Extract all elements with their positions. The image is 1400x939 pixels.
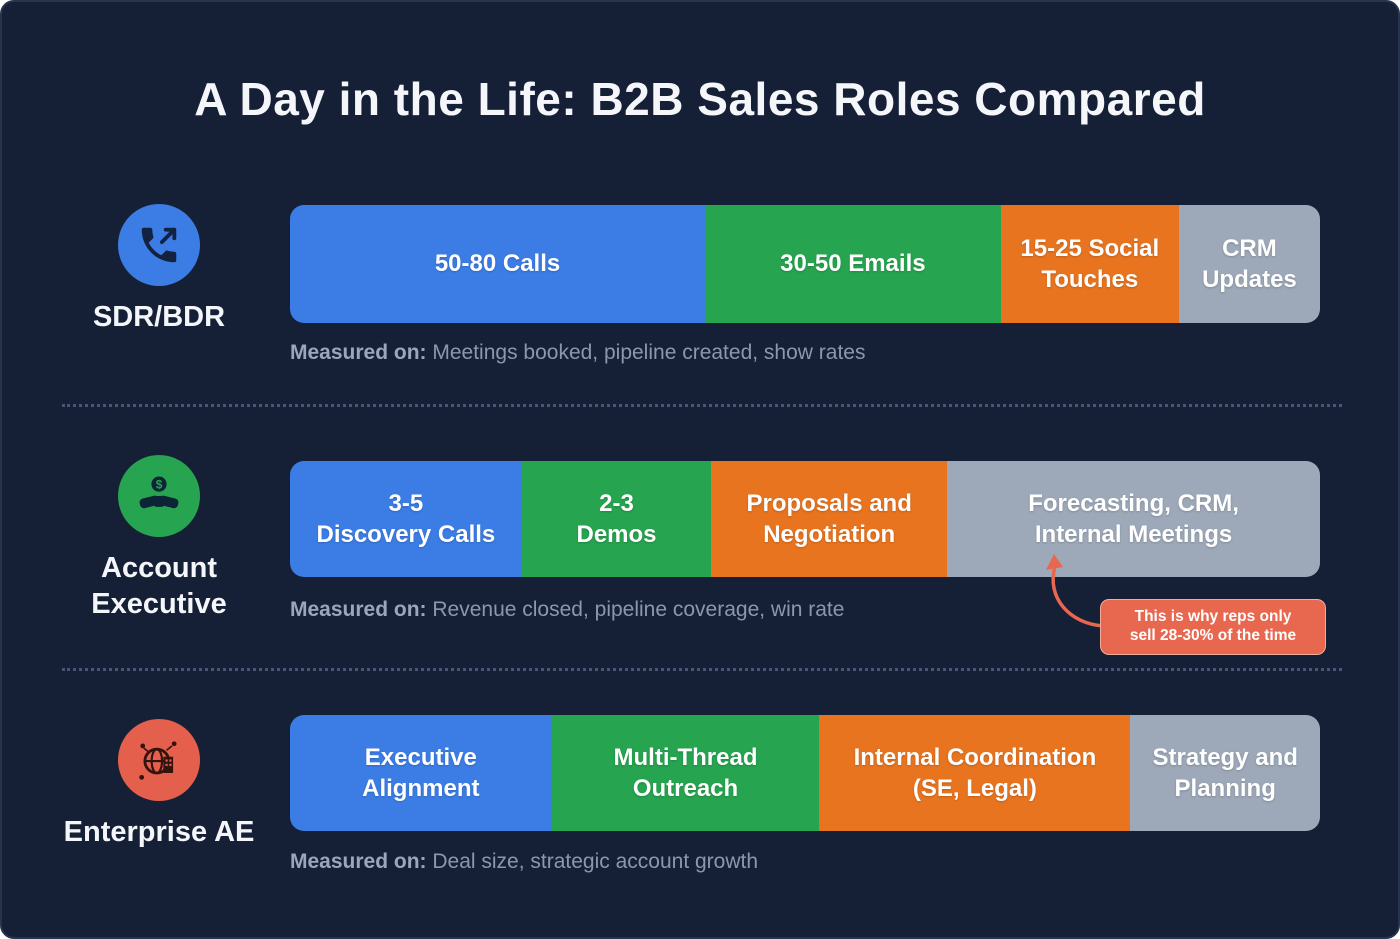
bar-segment: 15-25 Social Touches — [1000, 205, 1179, 323]
bar-segment: Forecasting, CRM, Internal Meetings — [947, 461, 1320, 577]
divider — [62, 404, 1342, 407]
bar-segment: 2-3 Demos — [521, 461, 712, 577]
handshake-dollar-icon: $ — [118, 455, 200, 537]
measured-on-sdr: Measured on: Meetings booked, pipeline c… — [290, 341, 865, 365]
global-enterprise-icon — [118, 719, 200, 801]
bar-segment: Executive Alignment — [290, 715, 552, 831]
bar-segment: 3-5 Discovery Calls — [290, 461, 522, 577]
phone-call-glyph — [141, 227, 177, 263]
measured-on-label: Measured on: — [290, 598, 427, 621]
callout-arrow-icon — [1038, 552, 1112, 632]
handshake-dollar-glyph: $ — [139, 476, 179, 509]
measured-on-ae: Measured on: Revenue closed, pipeline co… — [290, 598, 844, 622]
bar-segment: Proposals and Negotiation — [711, 461, 948, 577]
bar-segment: 50-80 Calls — [290, 205, 706, 323]
bar-segment: 30-50 Emails — [705, 205, 1001, 323]
measured-on-label: Measured on: — [290, 341, 427, 364]
role-label-ae: Account Executive — [91, 552, 227, 621]
page-title: A Day in the Life: B2B Sales Roles Compa… — [194, 73, 1206, 125]
bar-segment: Strategy and Planning — [1130, 715, 1320, 831]
role-label-enterprise: Enterprise AE — [63, 816, 255, 848]
svg-text:$: $ — [156, 477, 163, 491]
phone-call-icon — [118, 204, 200, 286]
measured-on-text: Deal size, strategic account growth — [426, 850, 759, 873]
global-enterprise-glyph — [139, 741, 177, 780]
activity-bar-ae: 3-5 Discovery Calls 2-3 Demos Proposals … — [290, 461, 1320, 577]
measured-on-label: Measured on: — [290, 850, 427, 873]
bar-segment: CRM Updates — [1178, 205, 1320, 323]
callout-note: This is why reps only sell 28-30% of the… — [1100, 599, 1326, 655]
bar-segment: Multi-Thread Outreach — [551, 715, 820, 831]
activity-bar-sdr: 50-80 Calls 30-50 Emails 15-25 Social To… — [290, 205, 1320, 323]
measured-on-text: Meetings booked, pipeline created, show … — [426, 341, 866, 364]
activity-bar-enterprise: Executive Alignment Multi-Thread Outreac… — [290, 715, 1320, 831]
role-label-sdr: SDR/BDR — [92, 301, 226, 333]
measured-on-enterprise: Measured on: Deal size, strategic accoun… — [290, 850, 758, 874]
measured-on-text: Revenue closed, pipeline coverage, win r… — [426, 598, 845, 621]
bar-segment: Internal Coordination (SE, Legal) — [819, 715, 1131, 831]
divider — [62, 668, 1342, 671]
